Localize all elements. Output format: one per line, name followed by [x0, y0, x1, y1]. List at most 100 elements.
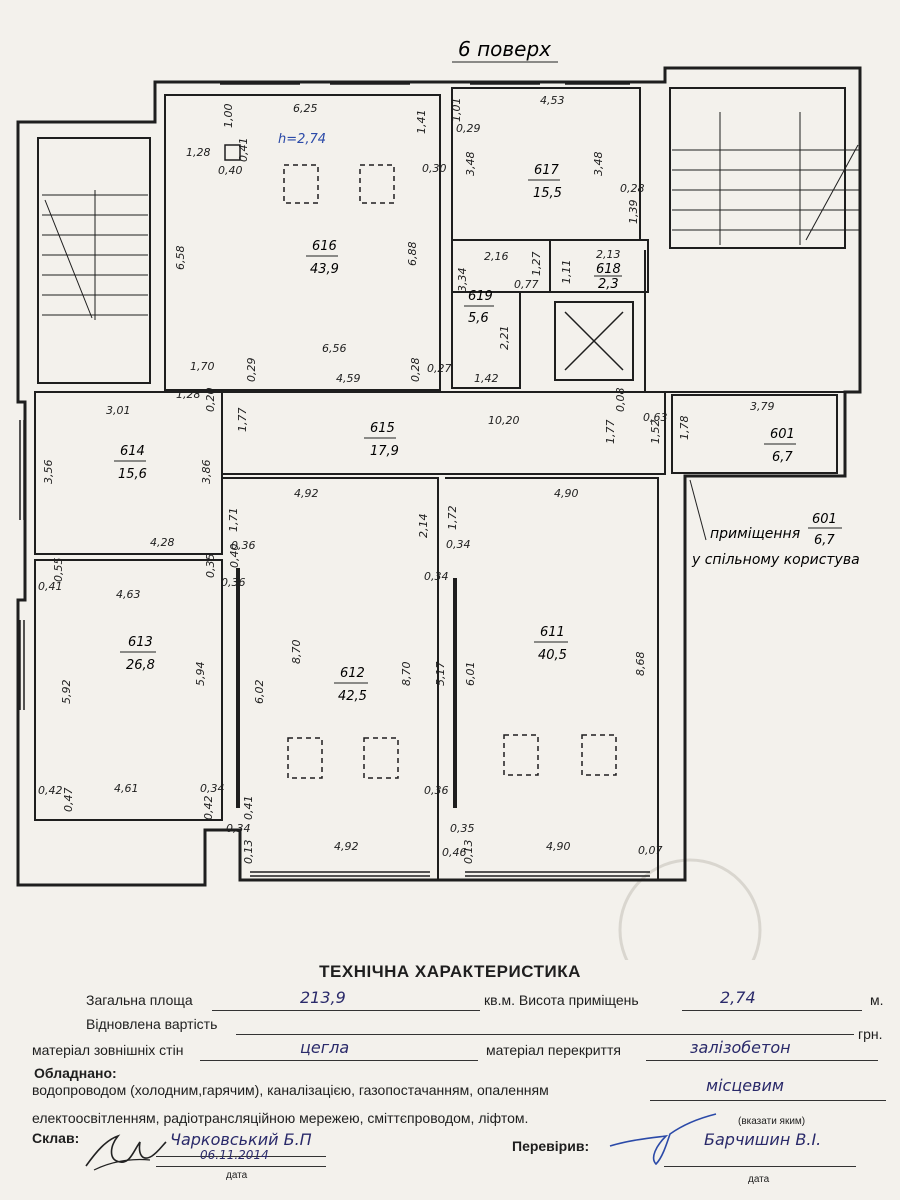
compiled-label: Склав: — [32, 1130, 80, 1146]
compiler-name: Чарковський Б.П — [170, 1130, 312, 1149]
svg-text:1,28: 1,28 — [186, 146, 211, 159]
svg-text:8,70: 8,70 — [400, 662, 413, 687]
svg-text:0,41: 0,41 — [38, 580, 63, 593]
room-615-number: 615 — [370, 421, 395, 436]
svg-text:0,42: 0,42 — [202, 796, 215, 821]
svg-text:0,63: 0,63 — [643, 411, 668, 424]
svg-text:0,34: 0,34 — [424, 570, 449, 583]
svg-text:5,17: 5,17 — [434, 662, 447, 687]
dimension-labels: 6,25 1,00 1,28 0,41 0,40 1,41 0,30 6,58 … — [38, 94, 775, 864]
svg-text:0,13: 0,13 — [242, 840, 255, 865]
shared-note-number: 601 — [812, 512, 837, 527]
room-618-area: 2,3 — [598, 277, 619, 292]
svg-text:0,34: 0,34 — [226, 822, 251, 835]
svg-text:1,70: 1,70 — [190, 360, 215, 373]
svg-text:4,61: 4,61 — [114, 782, 139, 795]
svg-text:1,41: 1,41 — [415, 110, 428, 135]
wall-material-value: цегла — [300, 1038, 350, 1057]
svg-text:1,11: 1,11 — [560, 260, 573, 285]
electric-text: електоосвітленням, радіотрансляційною ме… — [32, 1110, 529, 1126]
svg-text:3,01: 3,01 — [106, 404, 131, 417]
room-614-number: 614 — [120, 444, 145, 459]
svg-text:6,25: 6,25 — [293, 102, 318, 115]
shared-room-note: приміщення 601 6,7 у спільному користува — [689, 479, 860, 568]
svg-text:0,08: 0,08 — [614, 388, 627, 413]
svg-text:0,07: 0,07 — [638, 844, 663, 857]
svg-text:6,88: 6,88 — [406, 242, 419, 267]
svg-text:0,20: 0,20 — [204, 388, 217, 413]
compiled-date: 06.11.2014 — [200, 1148, 269, 1162]
shared-note-label: приміщення — [710, 526, 800, 542]
svg-text:4,92: 4,92 — [334, 840, 359, 853]
room-612-area: 42,5 — [338, 689, 367, 704]
compiler-signature-icon — [85, 1134, 167, 1171]
svg-text:1,52: 1,52 — [649, 420, 662, 445]
svg-text:8,70: 8,70 — [290, 640, 303, 665]
svg-text:2,16: 2,16 — [484, 250, 509, 263]
svg-text:0,30: 0,30 — [422, 162, 447, 175]
svg-text:0,27: 0,27 — [427, 362, 452, 375]
svg-text:0,13: 0,13 — [462, 840, 475, 865]
svg-text:0,29: 0,29 — [456, 122, 481, 135]
svg-text:1,72: 1,72 — [446, 506, 459, 531]
date-label: дата — [226, 1170, 248, 1181]
svg-text:0,28: 0,28 — [620, 182, 645, 195]
tech-title: ТЕХНІЧНА ХАРАКТЕРИСТИКА — [319, 962, 581, 981]
stair-right — [669, 87, 846, 249]
utilities-text: водопроводом (холодним,гарячим), каналіз… — [32, 1082, 549, 1098]
svg-text:1,39: 1,39 — [627, 200, 640, 225]
room-617-area: 15,5 — [533, 186, 562, 201]
svg-text:0,41: 0,41 — [242, 796, 255, 821]
svg-text:0,34: 0,34 — [446, 538, 471, 551]
wall-material-label: матеріал зовнішніх стін — [32, 1042, 184, 1058]
room-613-area: 26,8 — [126, 658, 155, 673]
ceiling-material-label: матеріал перекриття — [486, 1042, 621, 1058]
svg-text:1,00: 1,00 — [222, 104, 235, 129]
svg-text:4,92: 4,92 — [294, 487, 319, 500]
specify-label: (вказати яким) — [738, 1116, 806, 1127]
svg-text:2,21: 2,21 — [498, 326, 511, 351]
technical-characteristics: ТЕХНІЧНА ХАРАКТЕРИСТИКА Загальна площа 2… — [0, 960, 900, 1200]
restored-value-label: Відновлена вартість — [86, 1016, 218, 1032]
outer-wall — [16, 66, 862, 887]
svg-text:1,77: 1,77 — [236, 408, 249, 433]
shared-note-line2: у спільному користува — [691, 552, 860, 568]
room-611-number: 611 — [540, 625, 565, 640]
svg-text:3,86: 3,86 — [200, 460, 213, 485]
svg-text:4,53: 4,53 — [540, 94, 565, 107]
svg-text:0,29: 0,29 — [245, 358, 258, 383]
room-618-number: 618 — [596, 262, 621, 277]
svg-text:0,36: 0,36 — [231, 539, 256, 552]
svg-text:0,35: 0,35 — [204, 554, 217, 579]
shared-note-area: 6,7 — [814, 533, 835, 548]
floor-plan: 6 поверх — [16, 37, 862, 960]
svg-text:4,63: 4,63 — [116, 588, 141, 601]
svg-text:5,94: 5,94 — [194, 662, 207, 687]
room-619-number: 619 — [468, 289, 493, 304]
svg-text:0,36: 0,36 — [424, 784, 449, 797]
sqm-height-label: кв.м. Висота приміщень — [484, 992, 639, 1008]
svg-text:8,68: 8,68 — [634, 652, 647, 677]
height-note: h=2,74 — [278, 132, 326, 147]
svg-text:3,48: 3,48 — [464, 152, 477, 177]
room-613-number: 613 — [128, 635, 153, 650]
heating-value: місцевим — [706, 1076, 784, 1095]
checker-name: Барчишин В.І. — [704, 1130, 822, 1149]
svg-text:0,41: 0,41 — [237, 138, 250, 163]
svg-text:4,28: 4,28 — [150, 536, 175, 549]
elevator-shaft — [554, 301, 634, 381]
svg-text:2,13: 2,13 — [596, 248, 621, 261]
svg-text:0,77: 0,77 — [514, 278, 539, 291]
room-labels: 616 43,9 617 15,5 618 2,3 619 5,6 615 17… — [114, 163, 796, 704]
svg-text:0,34: 0,34 — [200, 782, 225, 795]
floor-title: 6 поверх — [458, 37, 551, 61]
svg-text:0,47: 0,47 — [62, 788, 75, 813]
room-615-area: 17,9 — [370, 444, 399, 459]
room-616-number: 616 — [312, 239, 337, 254]
svg-text:0,28: 0,28 — [409, 358, 422, 383]
svg-text:1,28: 1,28 — [176, 388, 201, 401]
total-area-label: Загальна площа — [86, 992, 193, 1008]
checked-label: Перевірив: — [512, 1138, 590, 1154]
svg-text:0,36: 0,36 — [221, 576, 246, 589]
svg-text:4,59: 4,59 — [336, 372, 361, 385]
